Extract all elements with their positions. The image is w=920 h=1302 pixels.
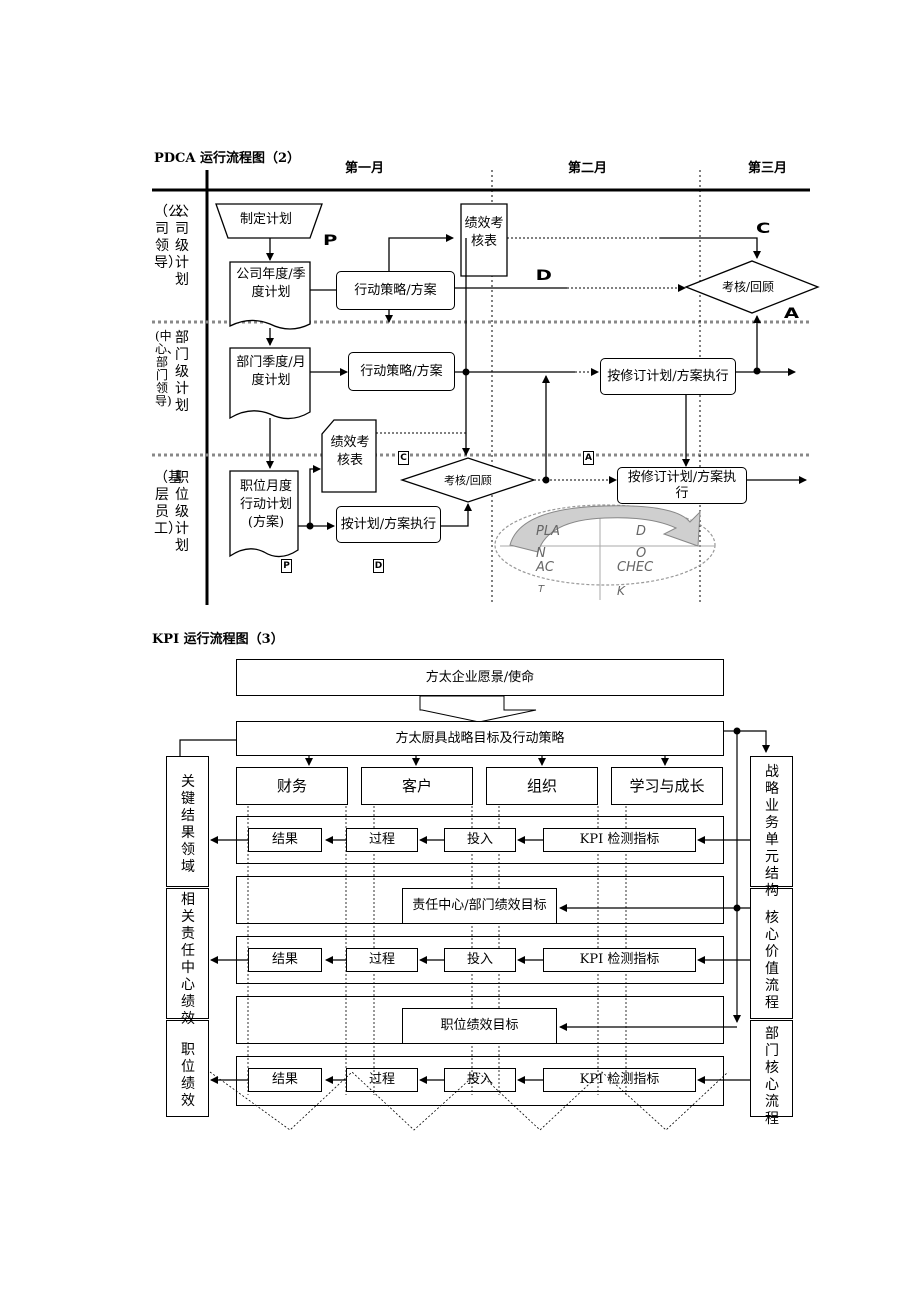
revise-dept-node: 按修订计划/方案执行 xyxy=(600,358,736,395)
right-label-sbu: 战略业务单元结构 xyxy=(765,764,779,899)
dept-target-box: 责任中心/部门绩效目标 xyxy=(402,888,557,924)
right-label-dept-process: 部门核心流程 xyxy=(765,1026,779,1127)
left-panel-3 xyxy=(166,1020,209,1117)
input-box-1: 投入 xyxy=(444,828,516,852)
kpi-row-3-frame xyxy=(236,936,724,984)
cycle-check: CHEC xyxy=(617,560,654,575)
right-panel-2 xyxy=(750,888,793,1019)
revise-staff-node: 按修订计划/方案执行 xyxy=(617,467,747,504)
cycle-k: K xyxy=(617,584,625,598)
letter-d-big: D xyxy=(535,268,552,284)
input-box-2: 投入 xyxy=(444,948,516,972)
result-box-3: 结果 xyxy=(248,1068,322,1092)
execute-node: 按计划/方案执行 xyxy=(336,506,441,543)
process-box-1: 过程 xyxy=(346,828,418,852)
month-2-header: 第二月 xyxy=(568,161,608,176)
right-label-core-value: 核心价值流程 xyxy=(765,910,779,1011)
kpi-title: KPI 运行流程图（3） xyxy=(152,632,284,647)
cycle-do-o: O xyxy=(636,546,647,561)
left-label-key-results: 关键结果领域 xyxy=(181,774,195,875)
left-panel-1 xyxy=(166,756,209,887)
left-panel-2 xyxy=(166,888,209,1019)
kpi-indicator-box-1: KPI 检测指标 xyxy=(543,828,696,852)
company-plan-node: 公司年度/季度计划 xyxy=(236,267,306,300)
cycle-do-d: D xyxy=(636,524,647,539)
row-label-staff: 职位级计划 xyxy=(175,470,189,554)
pdca-title: PDCA 运行流程图（2） xyxy=(154,151,301,166)
row-label-company: 公司级计划 xyxy=(175,204,189,288)
result-box-2: 结果 xyxy=(248,948,322,972)
tag-c: C xyxy=(398,451,409,465)
month-1-header: 第一月 xyxy=(345,161,385,176)
left-label-center-perf: 相关责任中心绩效 xyxy=(181,892,195,1027)
input-box-3: 投入 xyxy=(444,1068,516,1092)
kpi-row-1-frame xyxy=(236,816,724,864)
review-node-mid: 考核/回顾 xyxy=(444,474,492,487)
tag-p: P xyxy=(281,559,292,573)
action-strategy-1: 行动策略/方案 xyxy=(336,271,455,310)
perf-sheet-mid: 绩效考核表 xyxy=(330,435,370,468)
process-box-3: 过程 xyxy=(346,1068,418,1092)
perspective-finance: 财务 xyxy=(236,767,348,805)
letter-p-big: P xyxy=(322,233,338,249)
tag-d: D xyxy=(373,559,384,573)
result-box-1: 结果 xyxy=(248,828,322,852)
row-sub-company: （公司领导） xyxy=(154,204,182,271)
tag-a: A xyxy=(583,451,594,465)
action-strategy-2: 行动策略/方案 xyxy=(348,352,455,391)
process-box-2: 过程 xyxy=(346,948,418,972)
strategy-box: 方太厨具战略目标及行动策略 xyxy=(236,721,724,756)
row-label-dept: 部门级计划 xyxy=(175,330,189,414)
letter-a-big: A xyxy=(783,306,800,322)
right-panel-1 xyxy=(750,756,793,887)
vision-box: 方太企业愿景/使命 xyxy=(236,659,724,696)
cycle-plan: PLA xyxy=(536,524,560,539)
cycle-n: N xyxy=(536,546,546,561)
right-panel-3 xyxy=(750,1020,793,1117)
letter-c-big: C xyxy=(755,221,771,237)
make-plan-node: 制定计划 xyxy=(240,212,293,227)
review-node-top: 考核/回顾 xyxy=(722,280,775,294)
staff-plan-node: 职位月度行动计划(方案) xyxy=(239,479,292,530)
cycle-t: T xyxy=(538,584,545,595)
perspective-customer: 客户 xyxy=(361,767,473,805)
perf-sheet-top: 绩效考核表 xyxy=(464,216,504,249)
kpi-indicator-box-2: KPI 检测指标 xyxy=(543,948,696,972)
dept-plan-node: 部门季度/月度计划 xyxy=(236,355,306,388)
kpi-indicator-box-3: KPI 检测指标 xyxy=(543,1068,696,1092)
kpi-row-5-frame xyxy=(236,1056,724,1106)
cycle-ac: AC xyxy=(536,560,554,575)
month-3-header: 第三月 xyxy=(748,161,788,176)
job-target-box: 职位绩效目标 xyxy=(402,1008,557,1044)
left-label-job-perf: 职位绩效 xyxy=(181,1042,195,1109)
perspective-learning: 学习与成长 xyxy=(611,767,723,805)
row-sub-staff: （基层员工） xyxy=(154,470,182,537)
perspective-organization: 组织 xyxy=(486,767,598,805)
row-sub-dept: (中心、部门领导) xyxy=(155,329,180,408)
